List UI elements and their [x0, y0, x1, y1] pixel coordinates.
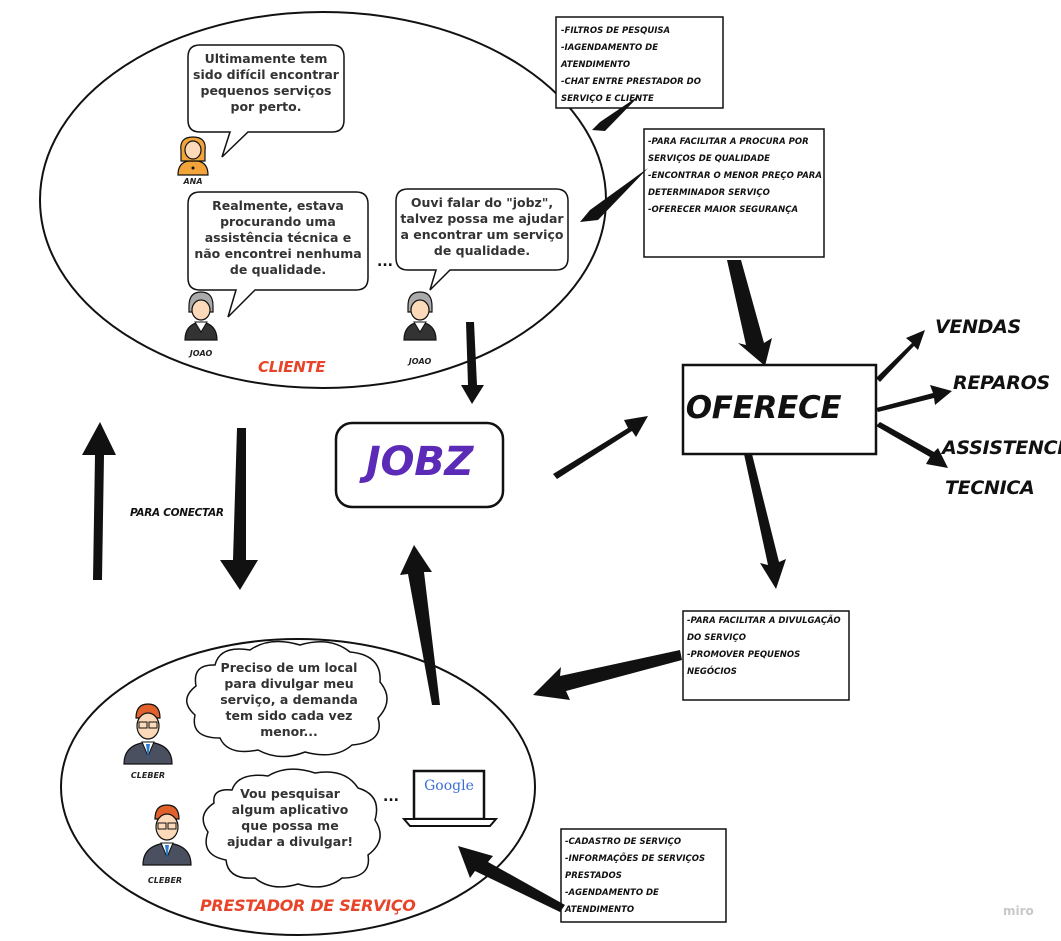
arrow-down-left: [220, 428, 258, 590]
person-ana-icon: [177, 136, 209, 176]
client-ellipsis: ...: [377, 254, 393, 270]
arrow-offers-to-reparos: [876, 385, 952, 412]
arrow-offers-to-note3: [744, 454, 786, 589]
note-provider-features: -Cadastro de serviço -Informações de ser…: [565, 834, 723, 919]
arrow-note4-to-provider: [458, 846, 565, 912]
person-name-cleber-2: Cleber: [147, 876, 183, 885]
provider-bubble-2: Vou pesquisar algum aplicativo que possa…: [226, 786, 354, 849]
note-client-benefits-item: -Para facilitar a procura por serviços d…: [648, 137, 809, 164]
provider-label: Prestador de Serviço: [200, 896, 416, 915]
note-provider-benefits: -Para facilitar a divulgação do serviço …: [687, 613, 847, 681]
offers-label: Oferece: [685, 390, 842, 426]
client-bubble-1: Ultimamente tem sido difícil encontrar p…: [193, 51, 339, 114]
cloud-2-shape: [202, 768, 381, 888]
bubble-2-shape: [187, 191, 369, 318]
arrow-note1-to-client: [592, 95, 640, 131]
note-provider-benefits-item: -Para facilitar a divulgação do serviço: [687, 616, 841, 643]
client-bubble-3: Ouvi falar do "jobz", talvez possa me aj…: [400, 195, 564, 258]
note-client-benefits: -Para facilitar a procura por serviços d…: [648, 134, 822, 219]
note-provider-features-box: [560, 828, 727, 923]
client-bubble-2: Realmente, estava procurando uma assistê…: [194, 198, 362, 277]
offer-item-tecnica: Tecnica: [945, 477, 1035, 499]
offer-item-assistencia: Assistencia: [942, 437, 1061, 459]
note-client-benefits-item: -Oferecer maior segurança: [648, 205, 799, 215]
laptop-icon: [401, 769, 499, 827]
note-features-item: -Iagendamento de atendimento: [561, 43, 659, 70]
note-features-box: [555, 16, 724, 109]
person-name-joao-1: Joao: [189, 349, 213, 358]
arrows: [82, 95, 952, 912]
note-provider-features-item: -Agendamento de atendimento: [565, 888, 659, 915]
client-label: Cliente: [258, 358, 326, 376]
person-cleber-1-icon: [123, 703, 173, 765]
arrow-offers-to-vendas: [876, 330, 925, 382]
bubble-1-shape: [187, 44, 345, 158]
arrow-note2-to-client: [580, 168, 648, 222]
note-provider-features-item: -Informações de serviços prestados: [565, 854, 706, 881]
jobz-brand: JOBZ: [365, 439, 474, 485]
laptop-brand: Google: [424, 778, 474, 794]
person-joao-2-icon: [403, 291, 437, 341]
note-features: -Filtros de pesquisa -Iagendamento de at…: [561, 23, 721, 108]
connect-label: Para conectar: [130, 507, 224, 519]
arrow-provider-to-jobz: [400, 545, 440, 705]
person-name-ana: Ana: [183, 177, 203, 186]
provider-ellipsis: ...: [383, 789, 399, 805]
provider-ellipse: [60, 638, 536, 936]
note-provider-features-item: -Cadastro de serviço: [565, 837, 682, 847]
cloud-1-shape: [186, 640, 388, 758]
arrow-client-to-jobz: [461, 322, 484, 404]
offer-item-reparos: Reparos: [953, 372, 1050, 394]
jobz-box: [334, 421, 505, 509]
person-name-cleber-1: Cleber: [130, 771, 166, 780]
miro-watermark: miro: [1003, 904, 1034, 918]
note-client-benefits-item: -Encontrar o menor preço para determinad…: [648, 171, 822, 198]
person-cleber-2-icon: [142, 804, 192, 866]
arrow-note2-to-offers: [727, 260, 772, 366]
provider-bubble-1: Preciso de um local para divulgar meu se…: [220, 660, 358, 739]
arrow-offers-to-assistencia: [876, 422, 948, 468]
offer-item-vendas: Vendas: [935, 316, 1021, 338]
arrow-note3-to-provider: [533, 650, 682, 700]
note-provider-benefits-item: -Promover pequenos negócios: [687, 650, 801, 677]
arrow-jobz-to-offers: [553, 416, 648, 479]
note-provider-benefits-box: [682, 610, 850, 701]
person-name-joao-2: Joao: [408, 357, 432, 366]
note-features-item: -Chat entre prestador do serviço e clien…: [561, 77, 701, 104]
note-features-item: -Filtros de pesquisa: [561, 26, 671, 36]
person-joao-1-icon: [184, 291, 218, 341]
note-client-benefits-box: [643, 128, 825, 258]
bubble-3-shape: [395, 188, 569, 291]
arrow-up-left: [82, 422, 116, 580]
offers-box: [681, 363, 878, 456]
